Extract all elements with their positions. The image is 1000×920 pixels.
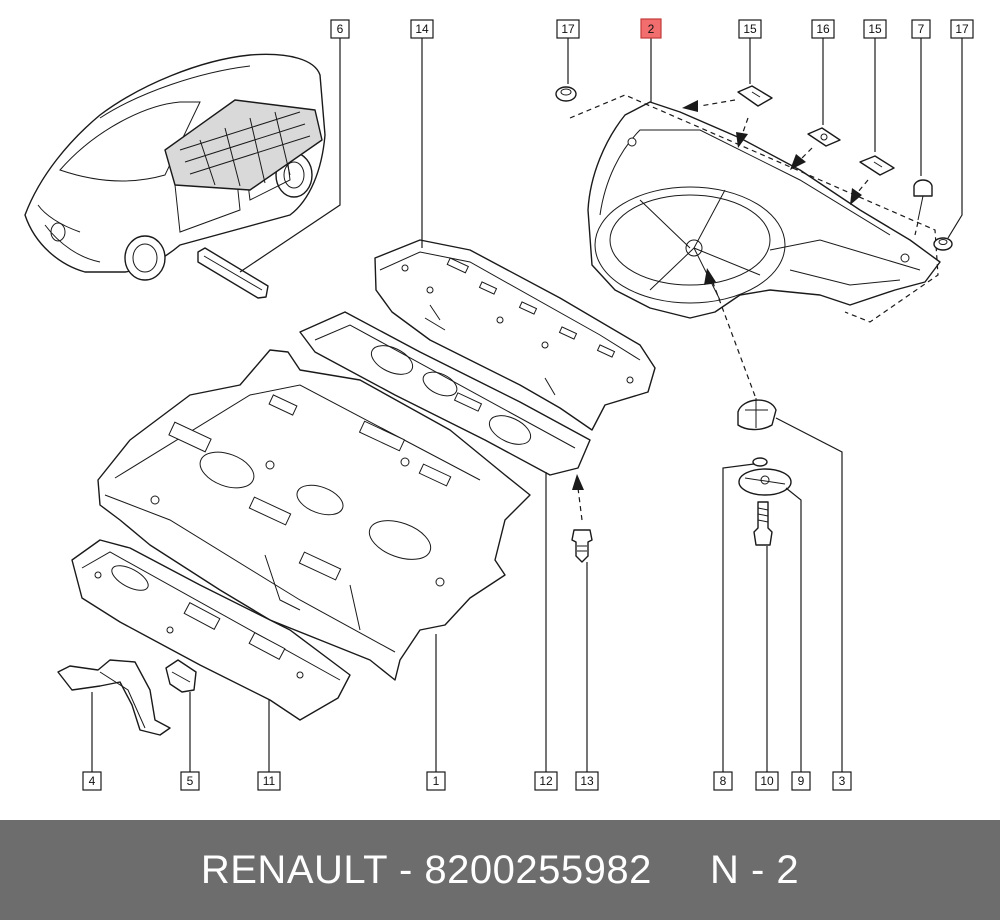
- callout-2-highlighted: 2: [640, 18, 662, 39]
- svg-text:13: 13: [580, 774, 594, 788]
- svg-text:6: 6: [337, 22, 344, 36]
- screw-part-7: [913, 179, 933, 197]
- cross-member-part-11: [71, 539, 351, 721]
- callout-16: 16: [811, 19, 835, 39]
- svg-text:15: 15: [743, 22, 757, 36]
- callout-15-right: 15: [863, 19, 887, 39]
- callout-14: 14: [410, 19, 434, 39]
- callout-11: 11: [257, 771, 281, 791]
- parts-diagram: 6 14 17 2 15 16 15 7 17 4 5 11: [24, 18, 974, 791]
- floor-panel-part-1: [97, 349, 531, 681]
- callout-7: 7: [911, 19, 931, 39]
- plate-part-9: [738, 468, 792, 496]
- svg-text:11: 11: [263, 774, 276, 788]
- bolt-part-10: [753, 501, 773, 546]
- knob-part-3: [737, 398, 777, 431]
- callout-17-right: 17: [950, 19, 974, 39]
- svg-text:8: 8: [720, 774, 727, 788]
- callout-1: 1: [426, 771, 446, 791]
- rail-part-12: [299, 311, 591, 476]
- spare-wheel-well-part-2: [587, 101, 941, 319]
- bracket-part-5: [165, 659, 197, 693]
- clip-part-15-right: [859, 155, 895, 176]
- callout-9: 9: [791, 771, 811, 791]
- svg-text:17: 17: [955, 22, 969, 36]
- part-number-caption: RENAULT - 8200255982 N - 2: [200, 847, 800, 892]
- cross-member-part-14: [374, 239, 656, 431]
- clip-part-15-left: [737, 85, 773, 107]
- svg-text:17: 17: [561, 22, 575, 36]
- svg-text:2: 2: [648, 22, 655, 36]
- svg-text:12: 12: [539, 774, 553, 788]
- svg-text:15: 15: [868, 22, 882, 36]
- footer-bar: RENAULT - 8200255982 N - 2: [0, 820, 1000, 920]
- callout-4: 4: [82, 771, 102, 791]
- bracket-part-4: [57, 659, 171, 736]
- callout-17-left: 17: [556, 19, 580, 39]
- callout-8: 8: [713, 771, 733, 791]
- callout-10: 10: [755, 771, 779, 791]
- svg-text:14: 14: [415, 22, 429, 36]
- svg-text:16: 16: [816, 22, 830, 36]
- dashed-outline-part-2: [569, 94, 939, 323]
- svg-text:4: 4: [89, 774, 96, 788]
- diagram-canvas: 6 14 17 2 15 16 15 7 17 4 5 11: [24, 18, 974, 791]
- callout-3: 3: [832, 771, 852, 791]
- svg-text:5: 5: [187, 774, 194, 788]
- car-illustration: [24, 53, 326, 281]
- push-clip-part-13: [571, 529, 593, 563]
- svg-text:9: 9: [798, 774, 805, 788]
- callout-13: 13: [575, 771, 599, 791]
- svg-text:1: 1: [433, 774, 440, 788]
- callout-6: 6: [330, 19, 350, 39]
- svg-text:3: 3: [839, 774, 846, 788]
- svg-text:7: 7: [918, 22, 925, 36]
- callout-5: 5: [180, 771, 200, 791]
- svg-text:10: 10: [760, 774, 774, 788]
- callout-12: 12: [534, 771, 558, 791]
- callout-15-left: 15: [738, 19, 762, 39]
- washer-part-8: [752, 457, 768, 467]
